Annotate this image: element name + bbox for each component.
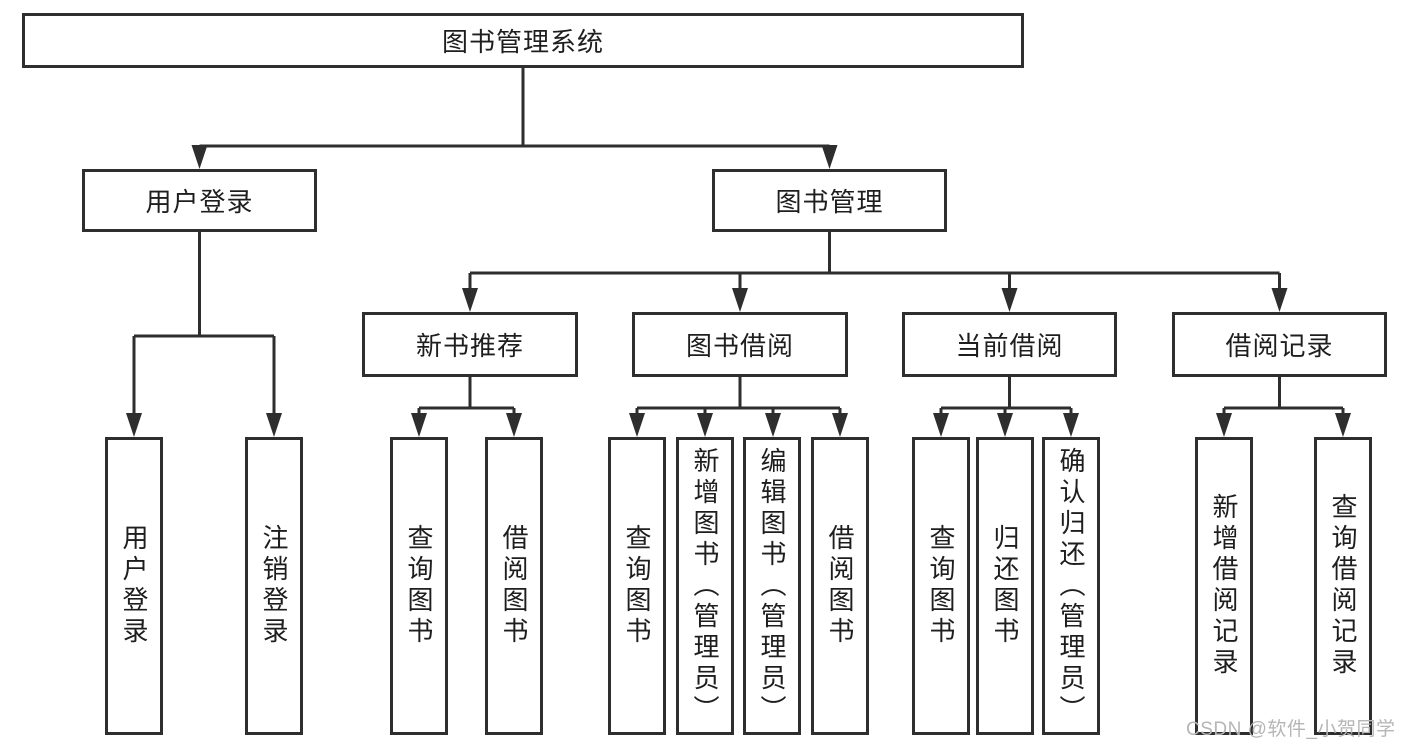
node-label: 当前借阅 bbox=[955, 331, 1064, 361]
node-label: 借阅记录 bbox=[1225, 331, 1334, 361]
node-current-borrowing: 当前借阅 bbox=[902, 312, 1117, 377]
leaf-borrow-books-2: 借阅图书 bbox=[811, 437, 869, 735]
node-borrowing-records: 借阅记录 bbox=[1172, 312, 1387, 377]
node-library-system: 图书管理系统 bbox=[22, 13, 1024, 68]
leaf-label: 借阅图书 bbox=[825, 524, 855, 648]
node-new-book-recommend: 新书推荐 bbox=[362, 312, 578, 377]
node-label: 图书借阅 bbox=[685, 331, 794, 361]
leaf-edit-books-admin: 编辑图书（管理员） bbox=[743, 437, 801, 735]
leaf-user-login: 用户登录 bbox=[105, 437, 163, 735]
leaf-confirm-return-admin: 确认归还（管理员） bbox=[1042, 437, 1100, 735]
node-label: 新书推荐 bbox=[415, 331, 524, 361]
leaf-add-books-admin: 新增图书（管理员） bbox=[676, 437, 734, 735]
leaf-label: 查询图书 bbox=[622, 524, 652, 648]
leaf-add-borrow-record: 新增借阅记录 bbox=[1195, 437, 1253, 735]
leaf-label: 新增借阅记录 bbox=[1209, 493, 1239, 679]
node-label: 图书管理系统 bbox=[441, 27, 604, 57]
leaf-label: 编辑图书（管理员） bbox=[757, 446, 787, 726]
leaf-logout: 注销登录 bbox=[245, 437, 303, 735]
node-label: 用户登录 bbox=[145, 187, 254, 217]
leaf-query-borrow-record: 查询借阅记录 bbox=[1314, 437, 1372, 735]
arrowheads bbox=[126, 145, 1351, 437]
csdn-watermark: CSDN @软件_小贺同学 bbox=[1186, 719, 1396, 740]
node-book-borrowing: 图书借阅 bbox=[632, 312, 848, 377]
leaf-label: 注销登录 bbox=[259, 524, 289, 648]
leaf-label: 借阅图书 bbox=[499, 524, 529, 648]
leaf-label: 查询图书 bbox=[926, 524, 956, 648]
leaf-label: 新增图书（管理员） bbox=[690, 446, 720, 726]
leaf-return-books: 归还图书 bbox=[976, 437, 1034, 735]
leaf-label: 归还图书 bbox=[990, 524, 1020, 648]
leaf-label: 确认归还（管理员） bbox=[1056, 446, 1086, 726]
leaf-label: 查询借阅记录 bbox=[1328, 493, 1358, 679]
leaf-label: 查询图书 bbox=[404, 524, 434, 648]
leaf-borrow-books: 借阅图书 bbox=[485, 437, 543, 735]
node-book-management: 图书管理 bbox=[712, 169, 947, 232]
leaf-label: 用户登录 bbox=[119, 524, 149, 648]
node-label: 图书管理 bbox=[775, 187, 884, 217]
leaf-query-books-2: 查询图书 bbox=[608, 437, 666, 735]
leaf-query-books-3: 查询图书 bbox=[912, 437, 970, 735]
leaf-query-books: 查询图书 bbox=[390, 437, 448, 735]
node-user-login: 用户登录 bbox=[82, 169, 317, 232]
